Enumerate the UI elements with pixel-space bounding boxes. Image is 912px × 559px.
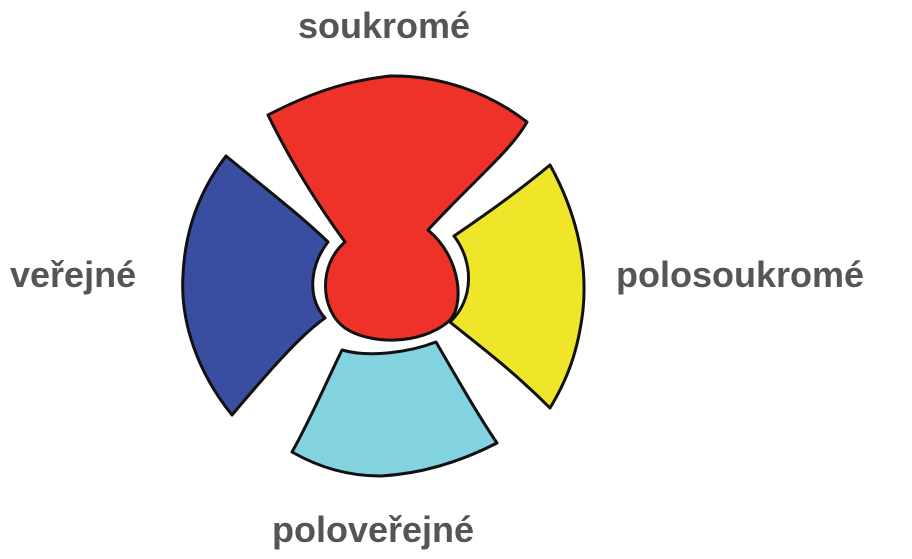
segment-semi-private — [448, 163, 586, 410]
label-semi-public: poloveřejné — [272, 509, 475, 550]
segment-public — [181, 154, 330, 417]
segment-semi-public — [290, 340, 499, 478]
label-private: soukromé — [298, 5, 471, 46]
label-semi-private: polosoukromé — [616, 254, 865, 295]
label-public: veřejné — [10, 254, 137, 295]
segment-private — [266, 74, 529, 342]
